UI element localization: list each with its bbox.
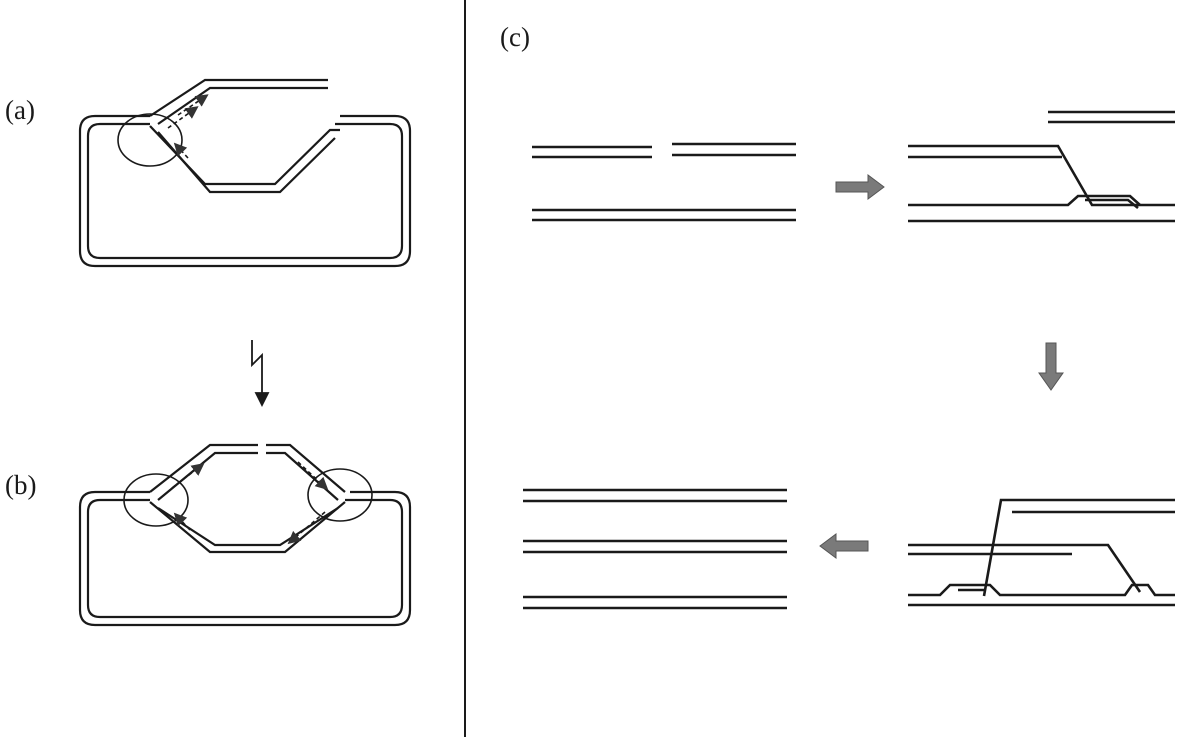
invading-strand-bottom	[157, 86, 328, 125]
junction-circle-left	[123, 473, 189, 527]
pairing-arrow	[177, 94, 209, 116]
loop-outer-strand	[78, 114, 412, 268]
pairing-arrow	[287, 511, 326, 545]
panel-a-diagram	[78, 78, 412, 268]
bubble-upper-right	[266, 443, 346, 493]
junction-circle-right	[307, 468, 373, 522]
lightning-arrow-icon	[251, 340, 270, 408]
pairing-arrow	[171, 463, 205, 489]
panel-b-diagram	[78, 443, 412, 627]
step4-resolved-duplexes	[523, 488, 787, 610]
panel-label-b: (b)	[5, 470, 37, 500]
pairing-arrow	[167, 106, 199, 129]
pairing-arrow	[173, 142, 189, 159]
bubble-upper-left-inner	[157, 451, 258, 501]
step1-duplexes	[532, 142, 796, 222]
bubble-strand-bottom	[157, 131, 336, 194]
bubble-lower	[149, 501, 346, 554]
left-block-arrow-icon	[819, 533, 869, 559]
junction-circle-a	[117, 113, 183, 167]
pairing-arrow	[297, 461, 329, 491]
bubble-lower-inner	[157, 507, 339, 547]
pairing-arrow	[173, 512, 191, 531]
loop-inner-strand	[86, 122, 404, 260]
panel-label-c: (c)	[500, 22, 530, 52]
down-block-arrow-icon	[1038, 342, 1064, 391]
right-block-arrow-icon	[835, 174, 885, 200]
invading-strand-top	[149, 78, 328, 117]
step3-double-junction	[908, 498, 1175, 607]
loop-inner-strand	[86, 498, 404, 619]
step2-strand-invasion	[908, 110, 1175, 223]
panel-label-a: (a)	[5, 95, 35, 125]
loop-outer-strand	[78, 490, 412, 627]
